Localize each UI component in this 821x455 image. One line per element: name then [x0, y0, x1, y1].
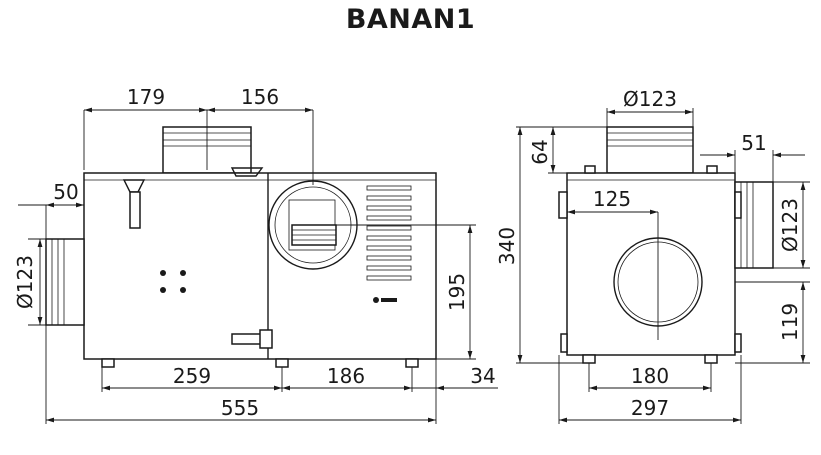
dim-180: 180: [631, 364, 669, 388]
drawing-title: BANAN1: [345, 4, 476, 35]
dim-50: 50: [53, 180, 78, 204]
dim-51: 51: [741, 131, 766, 155]
dim-side-diameter: Ø123: [13, 255, 37, 309]
dim-125: 125: [593, 187, 631, 211]
vent-slots: [366, 185, 412, 281]
dim-195: 195: [445, 273, 469, 311]
dim-555: 555: [221, 396, 259, 420]
dim-186: 186: [327, 364, 365, 388]
dim-34: 34: [470, 364, 495, 388]
dim-156: 156: [241, 85, 279, 109]
latch-top: [122, 179, 146, 229]
front-view: Ø123 64 340 51 125 Ø123 119 180 297: [495, 87, 810, 424]
dim-top-diameter: Ø123: [623, 87, 677, 111]
front-housing: [566, 172, 736, 356]
left-inlet-duct: [45, 238, 85, 326]
dim-259: 259: [173, 364, 211, 388]
dim-297: 297: [631, 396, 669, 420]
dim-179: 179: [127, 85, 165, 109]
latch-bottom: [231, 329, 273, 349]
side-view: 179 156 50 Ø123 195 259 186 34 555: [13, 85, 498, 424]
front-top-outlet: [606, 126, 694, 174]
dim-119: 119: [778, 303, 802, 341]
dim-340: 340: [495, 227, 519, 265]
dim-64: 64: [528, 139, 552, 164]
dim-right-diameter: Ø123: [778, 198, 802, 252]
